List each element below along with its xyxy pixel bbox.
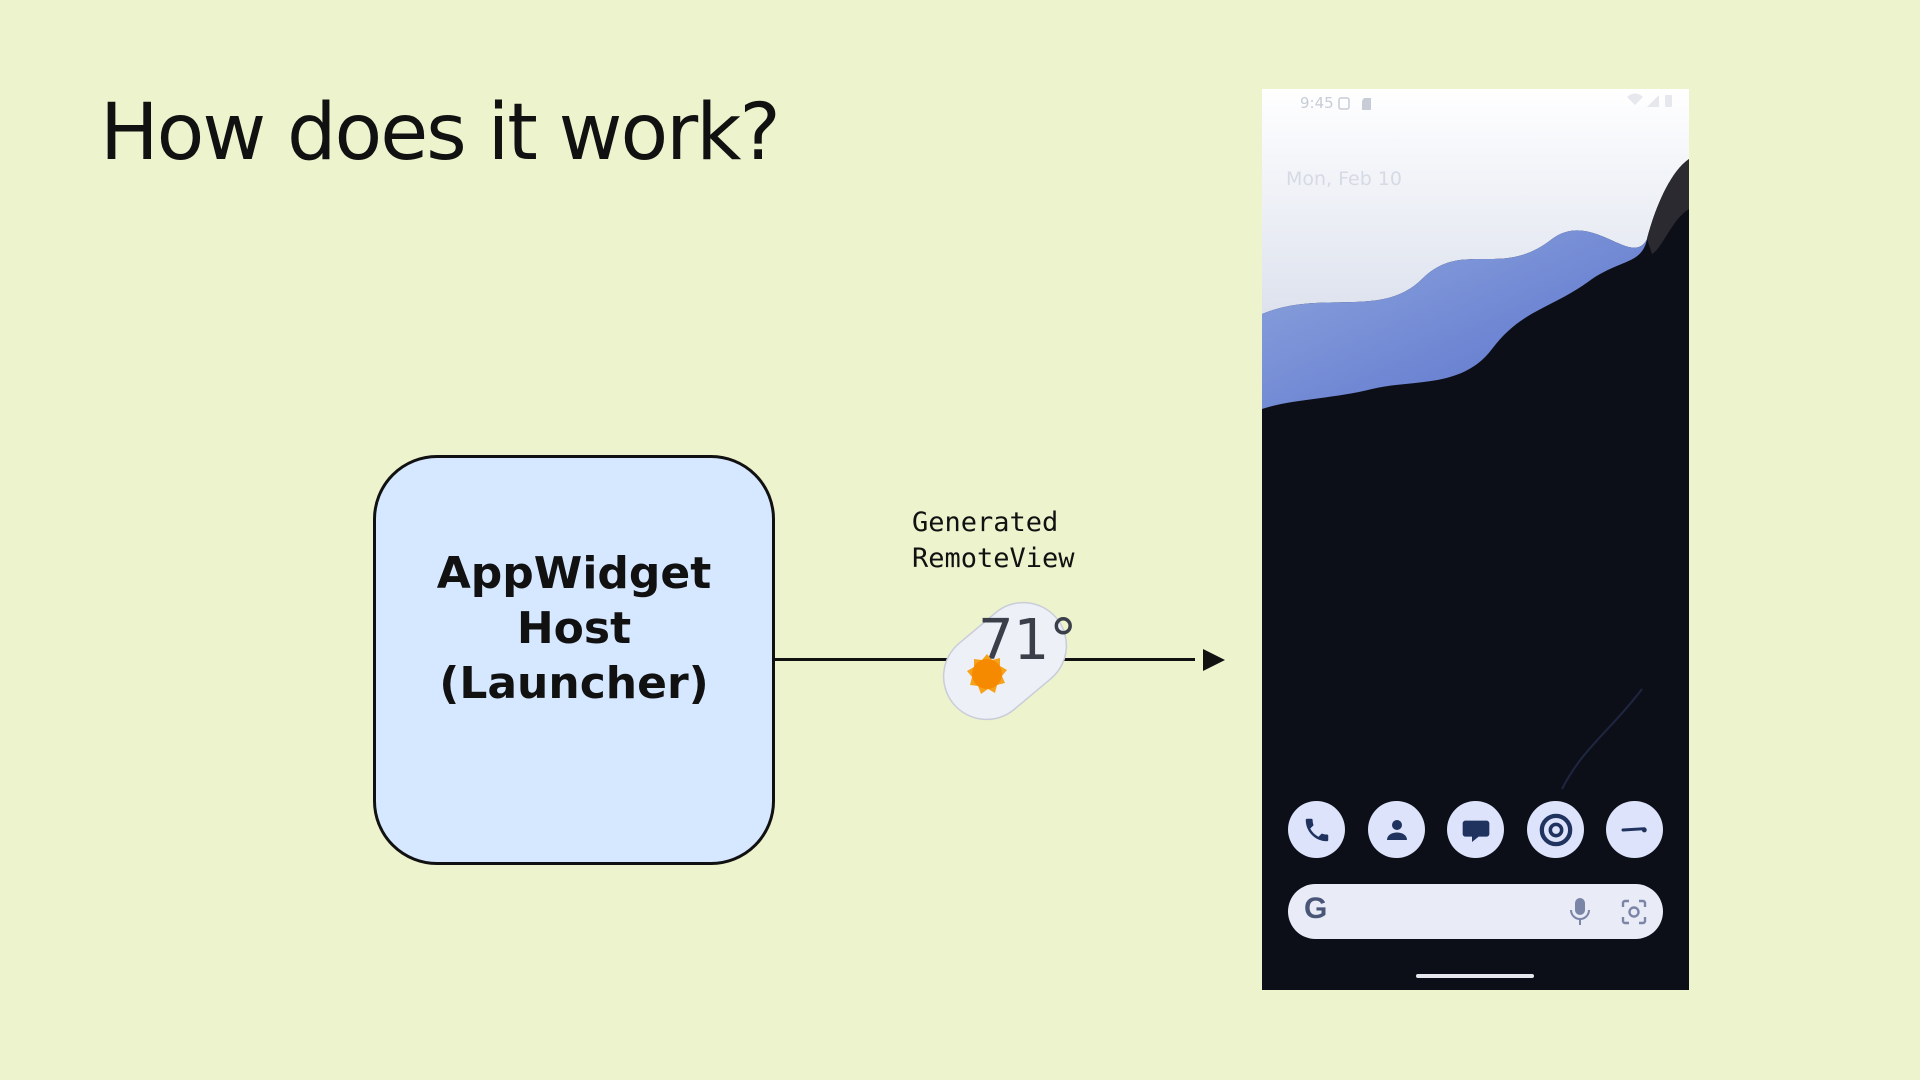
weather-widget: 71°: [930, 588, 1080, 734]
sd-card-icon: [1362, 98, 1371, 110]
search-bar[interactable]: G: [1288, 884, 1663, 939]
status-bar-icons: [1599, 93, 1679, 111]
screenshot-icon: [1339, 98, 1349, 109]
gesture-nav-handle[interactable]: [1416, 974, 1534, 978]
more-icon[interactable]: [1606, 801, 1663, 858]
slide-title: How does it work?: [100, 88, 779, 178]
notification-icons: [1338, 96, 1378, 112]
sun-icon: [930, 588, 1080, 734]
phone-icon[interactable]: [1288, 801, 1345, 858]
signal-icon: [1647, 95, 1659, 107]
remoteview-label: Generated RemoteView: [912, 505, 1075, 577]
battery-icon: [1665, 95, 1672, 107]
phone-screen: 9:45 Mon, Feb 10 G: [1262, 89, 1689, 990]
messages-icon[interactable]: [1447, 801, 1504, 858]
flow-arrow-head: [1203, 649, 1225, 671]
wifi-icon: [1627, 94, 1643, 105]
mic-icon[interactable]: [1569, 897, 1591, 927]
appwidget-host-box: AppWidget Host (Launcher): [373, 455, 775, 865]
contacts-icon[interactable]: [1368, 801, 1425, 858]
status-time: 9:45: [1300, 94, 1334, 112]
appwidget-host-label: AppWidget Host (Launcher): [437, 546, 712, 711]
google-logo: G: [1304, 892, 1327, 926]
lens-icon[interactable]: [1619, 897, 1649, 927]
phone-date: Mon, Feb 10: [1286, 168, 1402, 190]
chrome-icon[interactable]: [1527, 801, 1584, 858]
